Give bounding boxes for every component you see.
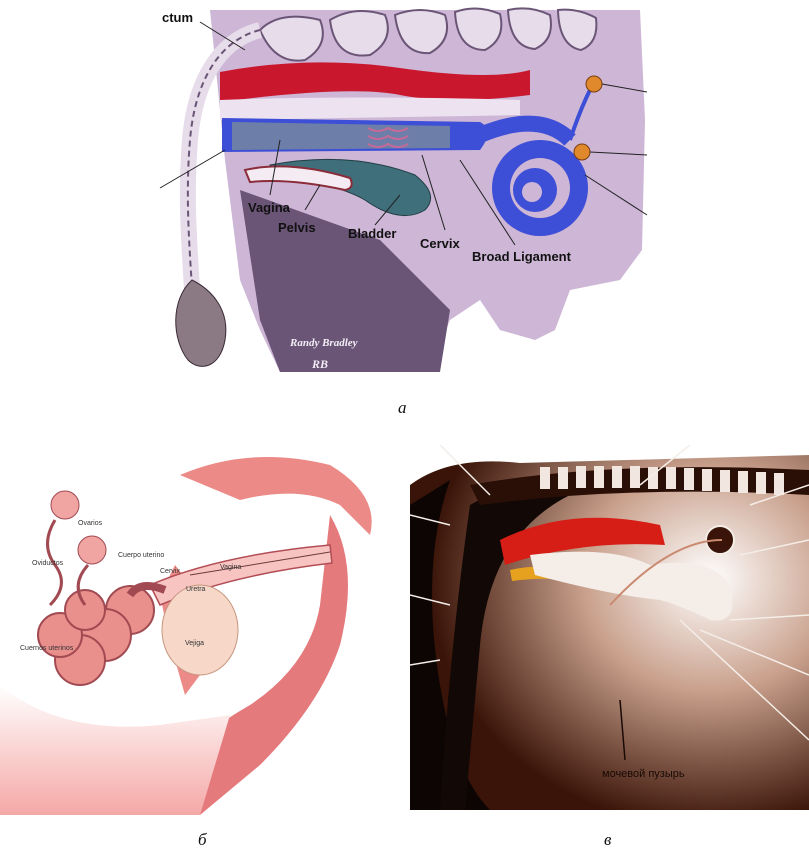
ovary-upper xyxy=(586,76,602,92)
caption-a: a xyxy=(398,398,407,418)
bladder xyxy=(162,585,238,675)
label-cervix: Cervix xyxy=(160,568,180,575)
artist-signature: Randy Bradley xyxy=(289,337,358,349)
tail-brush xyxy=(176,280,226,366)
artist-monogram: RB xyxy=(311,357,328,371)
dissection-illustration: мочевой пузырь xyxy=(410,445,809,810)
label-vejiga: Vejiga xyxy=(185,640,204,647)
ovary-lower xyxy=(574,144,590,160)
label-cervix: Cervix xyxy=(420,236,461,251)
label-rectum: ctum xyxy=(162,10,193,25)
vagina xyxy=(232,122,450,150)
panel-c-cow-dissection: мочевой пузырь xyxy=(410,445,809,810)
label-vagina: Vagina xyxy=(248,200,291,215)
ovary-left xyxy=(51,491,79,519)
ovary-right xyxy=(78,536,106,564)
uterus-illustration: Ovarios Oviductos Cuerpo uterino Cervix … xyxy=(0,445,405,815)
label-uretra: Uretra xyxy=(186,586,206,593)
label-bladder: мочевой пузырь xyxy=(602,768,685,780)
label-ovarios: Ovarios xyxy=(78,520,103,527)
label-cuernos-uterinos: Cuernos uterinos xyxy=(20,645,74,652)
label-oviductos: Oviductos xyxy=(32,560,64,567)
caption-b: б xyxy=(198,830,207,850)
label-broad-ligament: Broad Ligament xyxy=(472,249,572,264)
label-vagina: Vagina xyxy=(220,564,241,571)
panel-b-uterus-diagram: Ovarios Oviductos Cuerpo uterino Cervix … xyxy=(0,445,405,815)
label-bladder: Bladder xyxy=(348,226,396,241)
cow-reproductive-illustration: ctum Vagina Pelvis Bladder Cervix Broad … xyxy=(150,0,650,380)
label-cuerpo-uterino: Cuerpo uterino xyxy=(118,552,164,559)
label-pelvis: Pelvis xyxy=(278,220,316,235)
panel-a-cow-diagram: ctum Vagina Pelvis Bladder Cervix Broad … xyxy=(150,0,650,380)
caption-c: в xyxy=(604,830,611,850)
